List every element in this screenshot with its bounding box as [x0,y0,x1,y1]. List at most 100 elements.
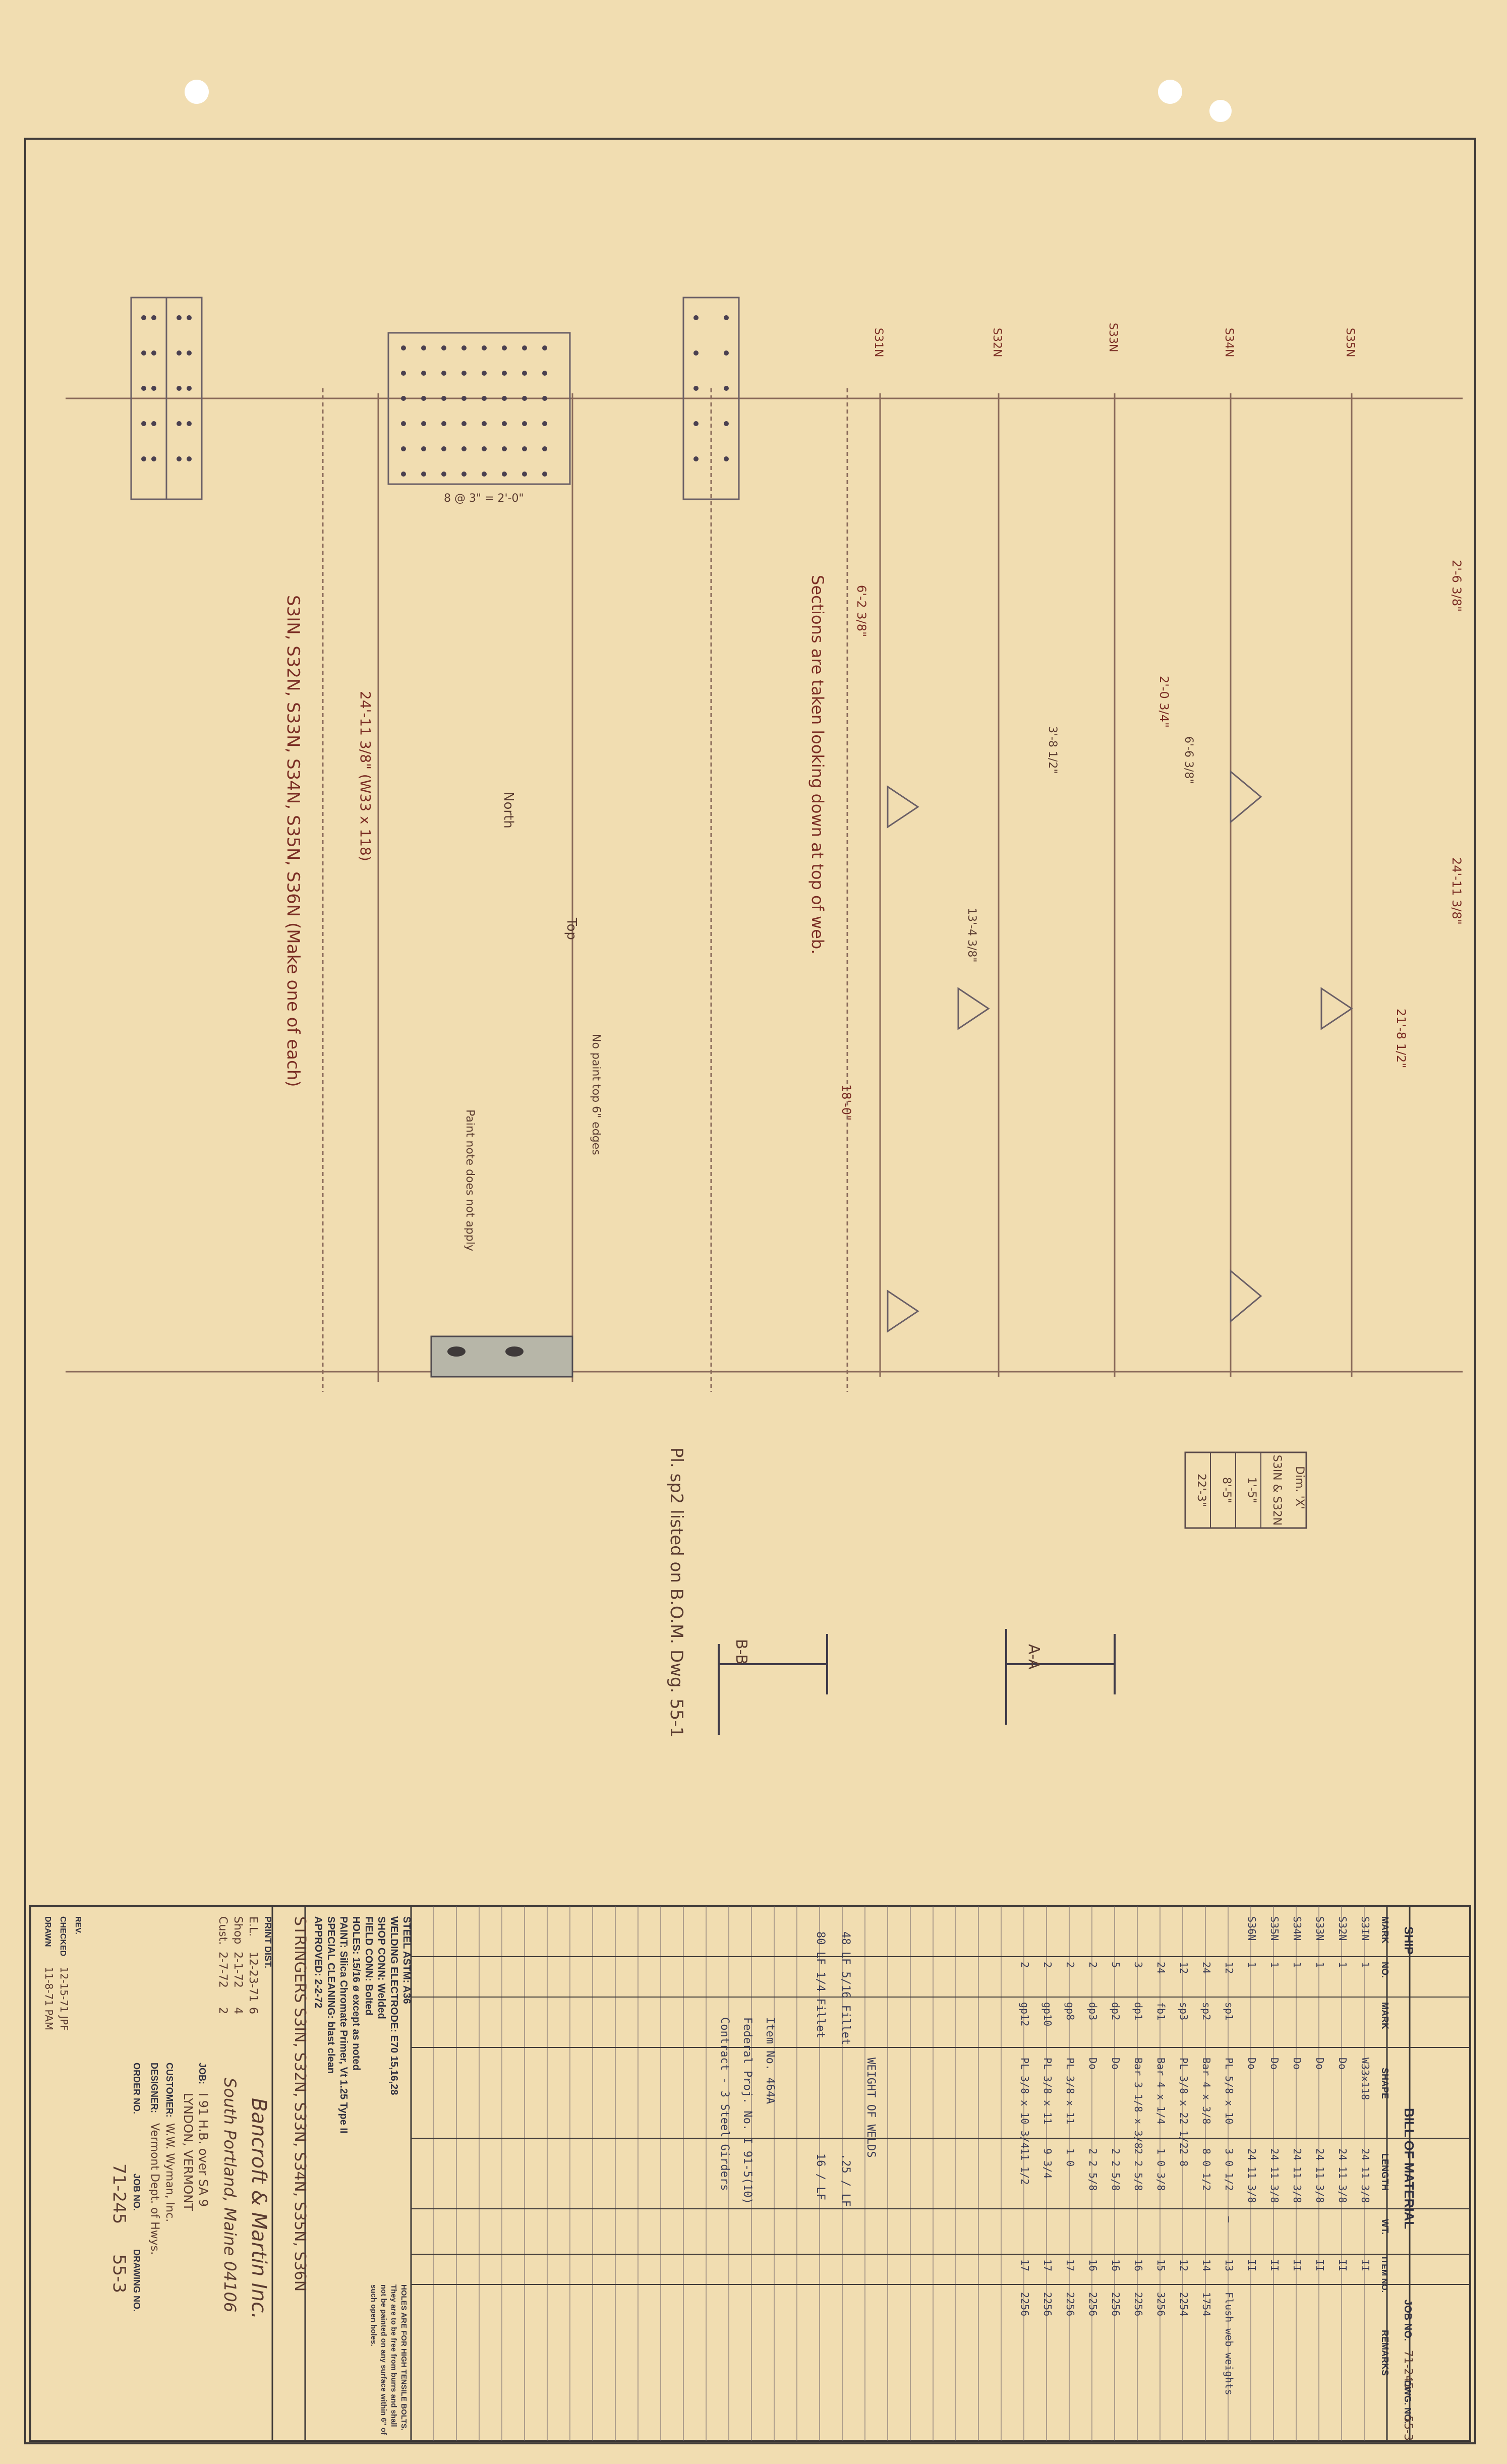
bom-cell: 1 [1268,1962,1281,1968]
dim-x-title: Dim. 'X' [1293,1466,1306,1509]
spec-line: HOLES: 15/16 ø except as noted [351,1916,362,2071]
job-label: JOB: [197,2063,207,2084]
bom-cell: 15 [1155,2259,1167,2271]
bom-cell: 2254 [1178,2292,1190,2316]
bom-cell: II [1291,2259,1303,2271]
bom-cell: II [1337,2259,1349,2271]
bom-cell: II [1246,2259,1258,2271]
job-no-value: 71-245 [1402,2350,1414,2389]
print-dist-row: 2-7-72 [216,1952,229,1988]
bom-cell: gp8 [1064,2002,1076,2020]
bom-cell: S36N [1246,1916,1258,1941]
girder-label: S35N [1344,328,1356,357]
dwg-no-value: 55-3 [1402,2416,1414,2441]
bom-cell: 2 [1019,1962,1031,1968]
specs-block: STEEL ASTM: A36 WELDING ELECTRODE: E70 1… [313,1916,412,2134]
bom-cell: Do [1291,2058,1303,2070]
dimension: 24'-11 3/8" [1450,857,1464,925]
bom-cell: sp3 [1178,2002,1190,2020]
punch-hole [185,80,209,104]
sections-note: Sections are taken looking down at top o… [808,575,827,954]
bom-cell: PL 3/8 x 11 [1041,2058,1054,2124]
no-paint-note: No paint top 6" edges [590,1034,602,1155]
dimension: 8 @ 3" = 2'-0" [444,492,524,505]
bom-cell: 2 2 5/8 [1132,2148,1144,2191]
spec-line: SPECIAL CLEANING: blast clean [325,1916,336,2074]
bom-cell: 24 11 3/8 [1246,2148,1258,2203]
plates-note: Pl. sp2 listed on B.O.M. Dwg. 55-1 [666,1447,686,1737]
dimension: 2'-6 3/8" [1450,560,1464,612]
bom-cell: dp1 [1132,2002,1144,2020]
drawn-value: 11-8-71 PAM [43,1967,55,2030]
drawing-no-label: DRAWING NO. [132,2249,142,2312]
top-label: Top [564,917,579,940]
girder-label: S31N [872,328,885,357]
girder-label: S34N [1223,328,1235,357]
job-desc: I 91 H.B. over SA 9 [196,2093,210,2207]
bom-cell: 17 [1019,2259,1031,2271]
drawn-label: DRAWN [43,1916,52,1947]
company-block: Bancroft & Martin Inc. South Portland, M… [109,2063,270,2319]
dimension: 3'-8 1/2" [1046,726,1059,774]
bom-cell: 2256 [1132,2292,1144,2316]
bom-cell: Bar 3 1/8 x 3/8 [1132,2058,1144,2149]
checked-label: CHECKED [59,1916,67,1956]
bom-cell: 1 [1314,1962,1326,1968]
dwg-no-label: DWG. NO. [1403,2380,1413,2424]
item-line: Federal Proj. No. I 91-5(10) [741,2017,754,2204]
bom-cell: Do [1246,2058,1258,2070]
welds-line: 48 LF 5/16 Fillet [839,1931,852,2045]
bom-cell: 2 [1041,1962,1054,1968]
splice-plate-center [387,332,571,485]
dimension: 13'-4 3/8" [965,908,978,963]
dim-x-row: 22'-3" [1195,1474,1207,1507]
designer-label: DESIGNER: [149,2063,159,2113]
print-dist-row: 6 [247,2007,259,2014]
section-b-b [718,1634,828,1735]
welds-line: 80 LF 1/4 Fillet [814,1931,827,2038]
punch-hole [1209,100,1232,122]
order-no-label: ORDER NO. [132,2063,142,2114]
company-address: South Portland, Maine 04106 [220,2078,240,2312]
bearing-plate [430,1335,573,1378]
stiffener-details [887,770,1353,1333]
bom-cell: dp3 [1087,2002,1099,2020]
bom-cell: S35N [1268,1916,1281,1941]
print-dist-label: PRINT DIST. [263,1916,273,1968]
main-label: S3IN, S32N, S33N, S34N, S35N, S36N (Make… [283,595,303,1087]
bom-cell: 8 0 1/2 [1200,2148,1212,2191]
bom-cell: PL 5/8 x 10 [1223,2058,1235,2124]
bom-cell: 3256 [1155,2292,1167,2316]
bom-cell: 24 11 3/8 [1337,2148,1349,2203]
print-dist-row: 12-23-71 [247,1952,259,2002]
spec-line: STEEL ASTM: A36 [401,1916,412,2004]
section-b-label: B-B [732,1639,750,1665]
bom-cell: 16 [1132,2259,1144,2271]
bom-cell: Bar 4 x 1/4 [1155,2058,1167,2124]
bom-cell: gp10 [1041,2002,1054,2026]
bom-cell: 1 [1246,1962,1258,1968]
drawing-no-cell: 55-3 [109,2254,129,2293]
bom-cell: Flush web weights [1223,2292,1235,2395]
bom-cell: 2 2 5/8 [1087,2148,1099,2191]
bom-cell: II [1268,2259,1281,2271]
girder-label: S33N [1107,323,1119,352]
stringers-label: STRINGERS S3IN, S32N, S33N, S34N, S35N, … [291,1916,309,2292]
bom-cell: gp12 [1019,2002,1031,2026]
col-header: MARK [1380,2002,1390,2029]
splice-plate-left [130,297,203,500]
bom-cell: dp2 [1110,2002,1122,2020]
bom-cell: 24 [1200,1962,1212,1974]
bom-cell: II [1314,2259,1326,2271]
north-label: North [501,792,516,829]
punch-hole [1158,80,1182,104]
bom-cell: 1 [1291,1962,1303,1968]
welds-factor: 16 / LF [814,2153,827,2200]
bom-cell: S33N [1314,1916,1326,1941]
print-dist-row: 2-1-72 [231,1952,244,1988]
bom-cell: 1 0 [1064,2148,1076,2166]
welds-title: WEIGHT OF WELDS [864,2058,877,2158]
ship-header: SHIP [1402,1926,1415,1955]
col-header: REMARKS [1380,2330,1390,2376]
print-dist-row: 2 [216,2007,229,2014]
